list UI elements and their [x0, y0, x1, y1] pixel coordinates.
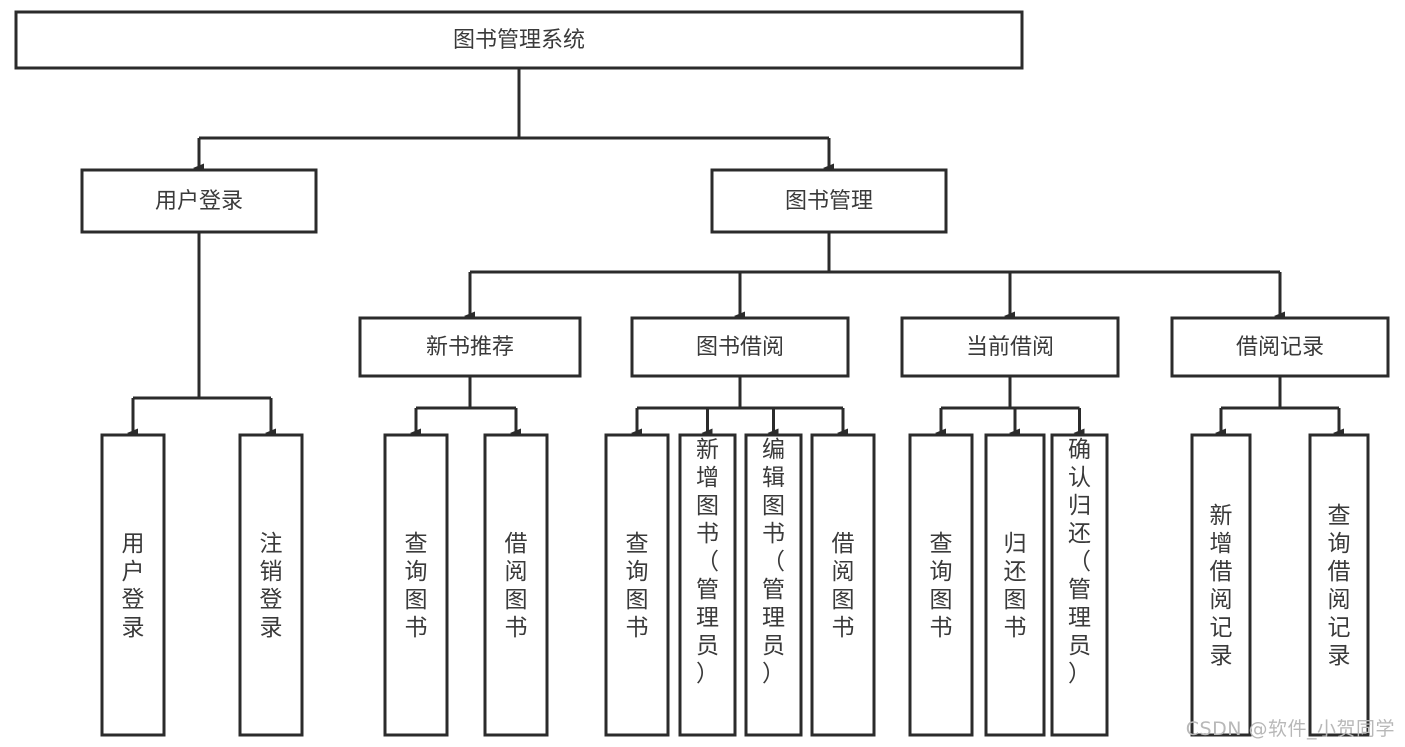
- node-leaf-query-book-borrow-box: [604, 433, 670, 737]
- node-new-book-recommend-box: [358, 316, 582, 378]
- node-leaf-add-book-admin[interactable]: 新增图书（管理员）: [678, 433, 737, 737]
- node-layer: 图书管理系统用户登录图书管理新书推荐图书借阅当前借阅借阅记录用户登录注销登录查询…: [14, 10, 1390, 737]
- node-new-book-recommend-label: 新书推荐: [426, 335, 514, 360]
- node-leaf-borrow-book-box: [810, 433, 876, 737]
- node-book-manage-label: 图书管理: [785, 189, 873, 214]
- node-leaf-add-borrow-record[interactable]: 新增借阅记录: [1190, 433, 1252, 737]
- node-root-label: 图书管理系统: [453, 28, 585, 53]
- node-leaf-borrow-book-recommend[interactable]: 借阅图书: [483, 433, 549, 737]
- node-leaf-user-login-box: [100, 433, 166, 737]
- node-leaf-edit-book-admin-box: [744, 433, 803, 737]
- csdn-watermark: CSDN @软件_小贺同学: [1185, 718, 1395, 740]
- node-book-manage-box: [710, 168, 948, 234]
- node-leaf-user-login[interactable]: 用户登录: [100, 433, 166, 737]
- node-leaf-return-book-label: 归还图书: [1004, 531, 1027, 641]
- node-leaf-query-book-borrow[interactable]: 查询图书: [604, 433, 670, 737]
- node-user-login[interactable]: 用户登录: [80, 168, 318, 234]
- node-leaf-borrow-book-label: 借阅图书: [832, 531, 855, 641]
- node-leaf-add-book-admin-label: 新增图书（管理员）: [696, 437, 719, 687]
- node-book-borrow-box: [630, 316, 850, 378]
- node-current-borrow-label: 当前借阅: [966, 335, 1054, 360]
- node-leaf-confirm-return-admin-box: [1050, 433, 1109, 737]
- node-leaf-logout-login[interactable]: 注销登录: [238, 433, 304, 737]
- node-borrow-record-box: [1170, 316, 1390, 378]
- node-leaf-query-book-recommend-box: [383, 433, 449, 737]
- node-leaf-confirm-return-admin[interactable]: 确认归还（管理员）: [1050, 433, 1109, 737]
- node-book-borrow-label: 图书借阅: [696, 335, 784, 360]
- node-leaf-query-book-recommend[interactable]: 查询图书: [383, 433, 449, 737]
- node-root[interactable]: 图书管理系统: [14, 10, 1024, 70]
- node-root-box: [14, 10, 1024, 70]
- node-leaf-return-book-box: [984, 433, 1046, 737]
- node-leaf-logout-login-label: 注销登录: [260, 531, 283, 641]
- node-user-login-label: 用户登录: [155, 189, 243, 214]
- node-borrow-record-label: 借阅记录: [1236, 335, 1324, 360]
- node-leaf-borrow-book-recommend-box: [483, 433, 549, 737]
- node-leaf-query-borrow-record-label: 查询借阅记录: [1328, 503, 1351, 669]
- node-book-manage[interactable]: 图书管理: [710, 168, 948, 234]
- node-current-borrow-box: [900, 316, 1120, 378]
- node-leaf-add-book-admin-box: [678, 433, 737, 737]
- node-leaf-return-book[interactable]: 归还图书: [984, 433, 1046, 737]
- node-leaf-query-book-current-box: [908, 433, 974, 737]
- node-leaf-user-login-label: 用户登录: [122, 531, 145, 641]
- node-book-borrow[interactable]: 图书借阅: [630, 316, 850, 378]
- node-leaf-query-book-recommend-label: 查询图书: [405, 531, 428, 641]
- node-leaf-borrow-book-recommend-label: 借阅图书: [505, 531, 528, 641]
- node-leaf-logout-login-box: [238, 433, 304, 737]
- node-new-book-recommend[interactable]: 新书推荐: [358, 316, 582, 378]
- node-current-borrow[interactable]: 当前借阅: [900, 316, 1120, 378]
- node-leaf-query-book-current-label: 查询图书: [930, 531, 953, 641]
- node-leaf-confirm-return-admin-label: 确认归还（管理员）: [1068, 437, 1091, 687]
- node-user-login-box: [80, 168, 318, 234]
- node-leaf-query-borrow-record-box: [1308, 433, 1370, 737]
- node-leaf-edit-book-admin[interactable]: 编辑图书（管理员）: [744, 433, 803, 737]
- node-leaf-add-borrow-record-box: [1190, 433, 1252, 737]
- node-leaf-edit-book-admin-label: 编辑图书（管理员）: [762, 437, 785, 687]
- node-leaf-query-book-current[interactable]: 查询图书: [908, 433, 974, 737]
- edge-layer: [127, 68, 1344, 438]
- node-leaf-borrow-book[interactable]: 借阅图书: [810, 433, 876, 737]
- node-leaf-add-borrow-record-label: 新增借阅记录: [1210, 503, 1233, 669]
- node-leaf-query-borrow-record[interactable]: 查询借阅记录: [1308, 433, 1370, 737]
- node-borrow-record[interactable]: 借阅记录: [1170, 316, 1390, 378]
- node-leaf-query-book-borrow-label: 查询图书: [626, 531, 649, 641]
